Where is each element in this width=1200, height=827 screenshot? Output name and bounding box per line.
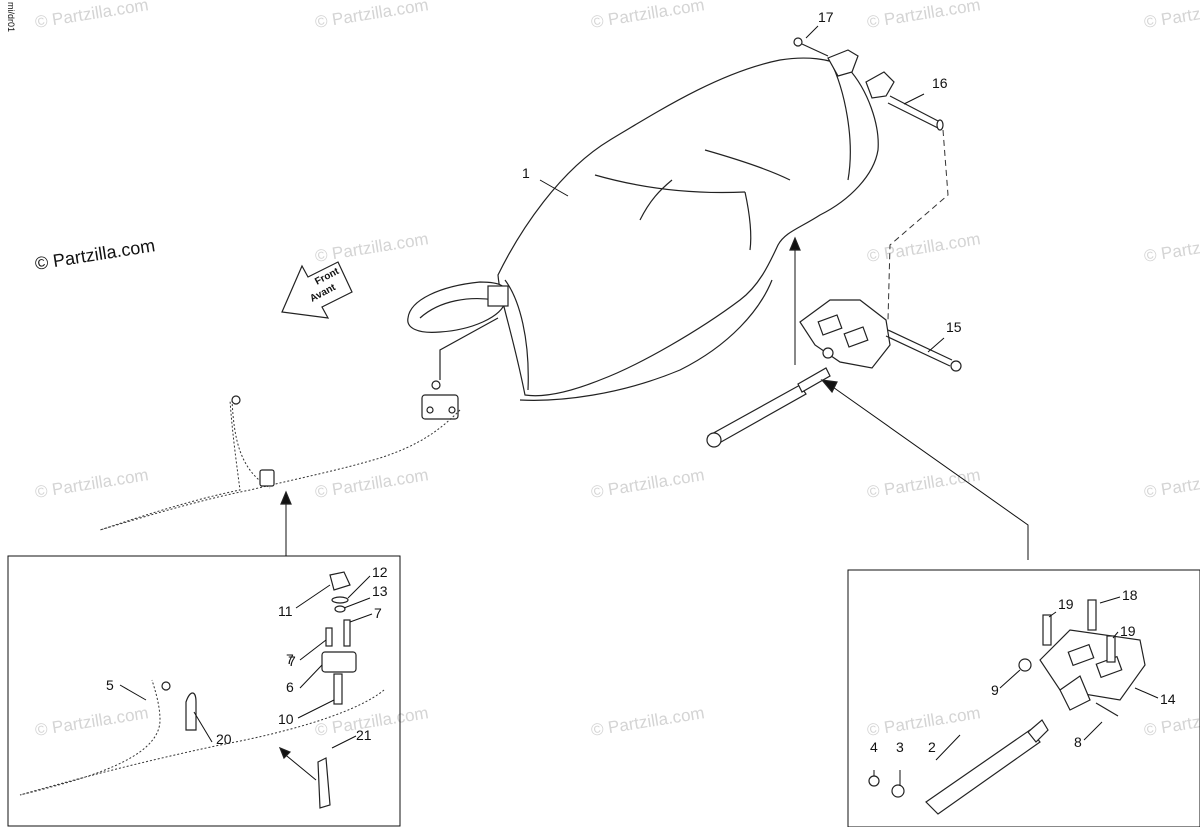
callout-number: 7 (288, 653, 296, 669)
seat-latch (421, 317, 499, 420)
callout-number: 11 (278, 603, 293, 619)
callout-number: 6 (286, 679, 294, 695)
watermark-text: © Partzilla.com (866, 0, 982, 32)
callout-number: 18 (1122, 587, 1138, 603)
callout-leader (1099, 596, 1121, 604)
callout-leader (1112, 631, 1119, 639)
callout-leader (999, 669, 1021, 689)
watermark-text: © Partzilla.com (34, 465, 150, 502)
callout-leader (347, 575, 371, 599)
inset-strut-parts (868, 599, 1146, 815)
drawing-code: mi/dr01 (6, 2, 16, 32)
callout-leader (935, 734, 961, 761)
pin-16 (887, 95, 944, 131)
callout-leader (331, 735, 357, 749)
watermark-text: © Partzilla.com (1143, 465, 1200, 502)
callout-leader (119, 684, 147, 701)
watermark-text: © Partzilla.com (590, 0, 706, 32)
callout-number: 21 (356, 727, 372, 743)
watermark-text: © Partzilla.com (34, 703, 150, 740)
bolt-17 (793, 37, 829, 57)
callout-number: 4 (870, 739, 878, 755)
callout-number: 17 (818, 9, 834, 25)
watermark-text: © Partzilla.com (314, 703, 430, 740)
callout-leader (299, 664, 323, 689)
callout-number: 9 (991, 682, 999, 698)
watermark-text: © Partzilla.com (866, 465, 982, 502)
callout-leader (1134, 687, 1159, 699)
main-watermark: © Partzilla.com (33, 235, 156, 274)
callout-leader (295, 584, 331, 609)
callout-leader (349, 613, 373, 623)
callout-leader (1048, 611, 1057, 618)
callout-leader (297, 699, 335, 719)
callout-number: 14 (1160, 691, 1176, 707)
callout-number: 7 (374, 605, 382, 621)
callout-leader (299, 639, 327, 661)
callout-number: 1 (522, 165, 530, 181)
callout-number: 10 (278, 711, 294, 727)
callout-number: 15 (946, 319, 962, 335)
watermark-text: © Partzilla.com (1143, 0, 1200, 32)
callout-number: 7 (286, 651, 294, 667)
watermark-text: © Partzilla.com (34, 0, 150, 32)
front-arrow: Front Avant (281, 261, 353, 319)
callout-number: 19 (1120, 623, 1136, 639)
callout-leader (193, 711, 213, 743)
inset-latch-detail (7, 555, 401, 827)
callout-number: 3 (896, 739, 904, 755)
watermark-text: © Partzilla.com (866, 229, 982, 266)
watermark-text: © Partzilla.com (866, 703, 982, 740)
watermark-text: © Partzilla.com (1143, 703, 1200, 740)
inset-strut-detail (847, 569, 1200, 827)
inset-latch-parts (185, 571, 357, 809)
callout-number: 13 (372, 583, 388, 599)
callout-leader (343, 597, 371, 609)
watermark-text: © Partzilla.com (590, 703, 706, 740)
release-cable (99, 399, 461, 531)
callout-number: 20 (216, 731, 232, 747)
watermark-text: © Partzilla.com (314, 0, 430, 32)
callout-number: 8 (1074, 734, 1082, 750)
callout-number: 19 (1058, 596, 1074, 612)
callout-leader (1083, 721, 1103, 741)
callout-number: 16 (932, 75, 948, 91)
callout-number: 5 (106, 677, 114, 693)
inset-cable (19, 679, 385, 796)
watermark-text: © Partzilla.com (1143, 229, 1200, 266)
upper-bracket-15 (799, 299, 962, 372)
callout-number: 2 (928, 739, 936, 755)
upper-strut (706, 367, 831, 448)
watermark-text: © Partzilla.com (590, 465, 706, 502)
callout-number: 12 (372, 564, 388, 580)
seat-part (407, 49, 895, 401)
watermark-text: © Partzilla.com (314, 229, 430, 266)
